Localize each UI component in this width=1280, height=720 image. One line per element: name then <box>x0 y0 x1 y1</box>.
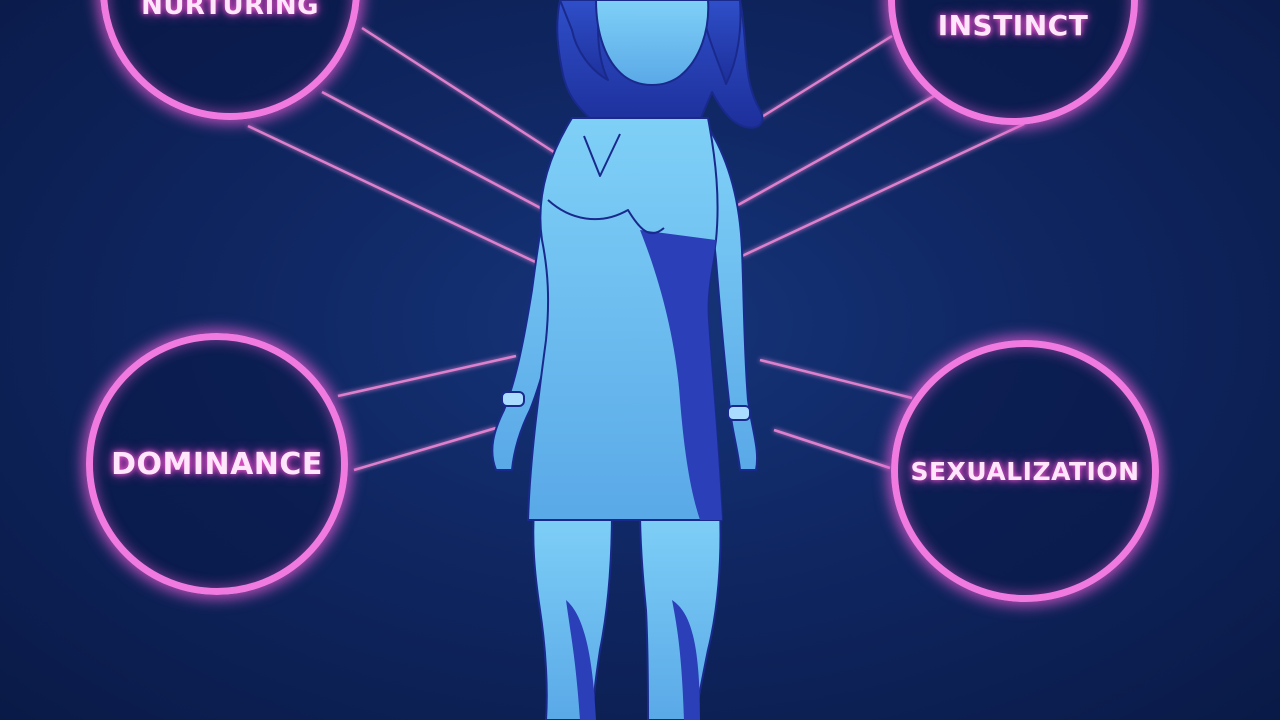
connector-instinct-3 <box>741 122 1025 258</box>
connector-instinct-1 <box>759 34 893 120</box>
figure-stocking-shadow <box>566 600 700 720</box>
node-label-nurturing: NURTURING <box>141 0 319 21</box>
connector-nurturing-1 <box>361 26 561 158</box>
connector-sexualization-2 <box>773 428 891 470</box>
connector-instinct-2 <box>737 94 935 207</box>
connector-lines <box>247 26 1025 472</box>
connector-dominance-1 <box>337 354 517 398</box>
figure-face <box>595 0 710 86</box>
connector-nurturing-2 <box>321 90 549 214</box>
figure-bracelet-right <box>727 405 751 421</box>
node-sexualization: SEXUALIZATION <box>891 340 1159 602</box>
node-label-sexualization: SEXUALIZATION <box>910 456 1140 486</box>
connector-dominance-2 <box>353 426 497 472</box>
standing-figure <box>491 0 764 720</box>
node-label-instinct: INSTINCT <box>937 9 1089 42</box>
figure-dress-shadow <box>640 230 722 520</box>
figure-bracelet-left <box>501 391 525 407</box>
connector-sexualization-1 <box>759 358 913 400</box>
node-dominance: DOMINANCE <box>86 333 348 595</box>
node-label-dominance: DOMINANCE <box>111 446 323 482</box>
figure-neckline <box>547 133 665 235</box>
connector-nurturing-3 <box>247 124 549 270</box>
